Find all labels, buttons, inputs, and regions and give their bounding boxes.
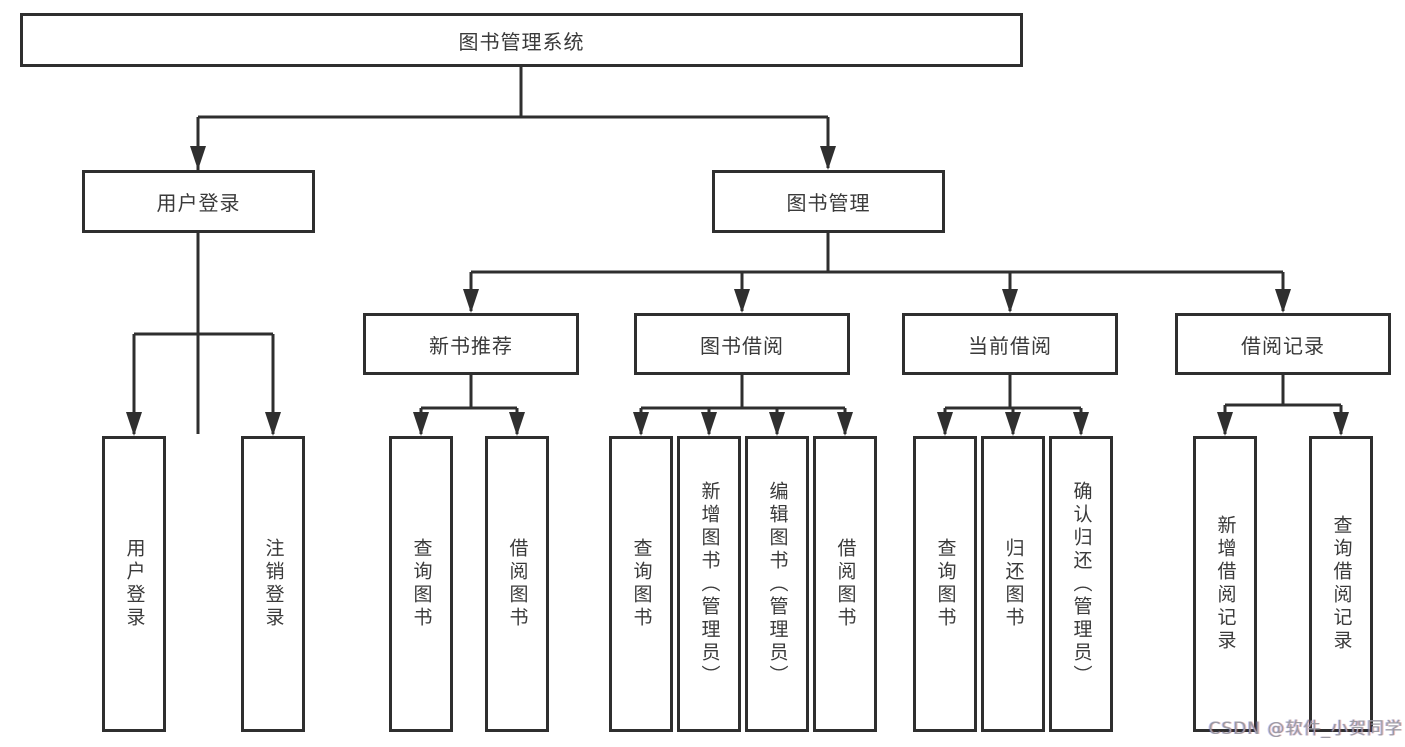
connector-newbooks-to-leaves [419,375,519,434]
level3-node-label: 图书借阅 [700,333,784,358]
leaf-current-return-books: 归还图书 [981,436,1045,732]
leaf-label: 新增图书（管理员） [698,480,721,688]
leaf-label: 确认归还（管理员） [1070,480,1093,688]
level3-node-new-book-recommend: 新书推荐 [363,313,579,375]
root-node-library-system: 图书管理系统 [20,13,1023,67]
leaf-newbooks-borrow-books: 借阅图书 [485,436,549,732]
connector-currentborrow-to-leaves [943,375,1083,434]
connector-records-to-leaves [1223,375,1343,434]
level3-node-borrow-records: 借阅记录 [1175,313,1391,375]
leaf-records-query-borrow-record: 查询借阅记录 [1309,436,1373,732]
level3-node-label: 当前借阅 [968,333,1052,358]
level2-node-book-management: 图书管理 [712,170,945,233]
leaf-user-login: 用户登录 [102,436,166,732]
leaf-label: 查询图书 [934,538,957,630]
connector-bookborrow-to-leaves [639,375,847,434]
level3-node-current-borrow: 当前借阅 [902,313,1118,375]
csdn-watermark: CSDN @软件_小贺同学 [1208,719,1403,739]
connector-root-to-level2 [196,67,830,434]
leaf-label: 归还图书 [1002,538,1025,630]
leaf-label: 编辑图书（管理员） [766,480,789,688]
connector-bookmgmt-to-level3 [469,233,1285,311]
leaf-records-add-borrow-record: 新增借阅记录 [1193,436,1257,732]
level3-node-label: 新书推荐 [429,333,513,358]
leaf-borrow-edit-books-admin: 编辑图书（管理员） [745,436,809,732]
leaf-borrow-borrow-books: 借阅图书 [813,436,877,732]
leaf-label: 查询借阅记录 [1330,515,1353,653]
leaf-logout-login: 注销登录 [241,436,305,732]
leaf-borrow-add-books-admin: 新增图书（管理员） [677,436,741,732]
leaf-label: 查询图书 [630,538,653,630]
leaf-label: 用户登录 [123,538,146,630]
leaf-current-confirm-return-admin: 确认归还（管理员） [1049,436,1113,732]
leaf-label: 注销登录 [262,538,285,630]
leaf-current-query-books: 查询图书 [913,436,977,732]
leaf-label: 借阅图书 [506,538,529,630]
level2-node-user-login: 用户登录 [82,170,315,233]
leaf-newbooks-query-books: 查询图书 [389,436,453,732]
connector-userlogin-to-leaves [132,233,275,434]
leaf-label: 查询图书 [410,538,433,630]
root-node-label: 图书管理系统 [458,29,585,54]
level3-node-label: 借阅记录 [1241,333,1325,358]
level3-node-book-borrow: 图书借阅 [634,313,850,375]
level2-node-label: 图书管理 [786,191,871,215]
leaf-borrow-query-books: 查询图书 [609,436,673,732]
leaf-label: 新增借阅记录 [1214,515,1237,653]
level2-node-label: 用户登录 [156,191,241,215]
leaf-label: 借阅图书 [834,538,857,630]
